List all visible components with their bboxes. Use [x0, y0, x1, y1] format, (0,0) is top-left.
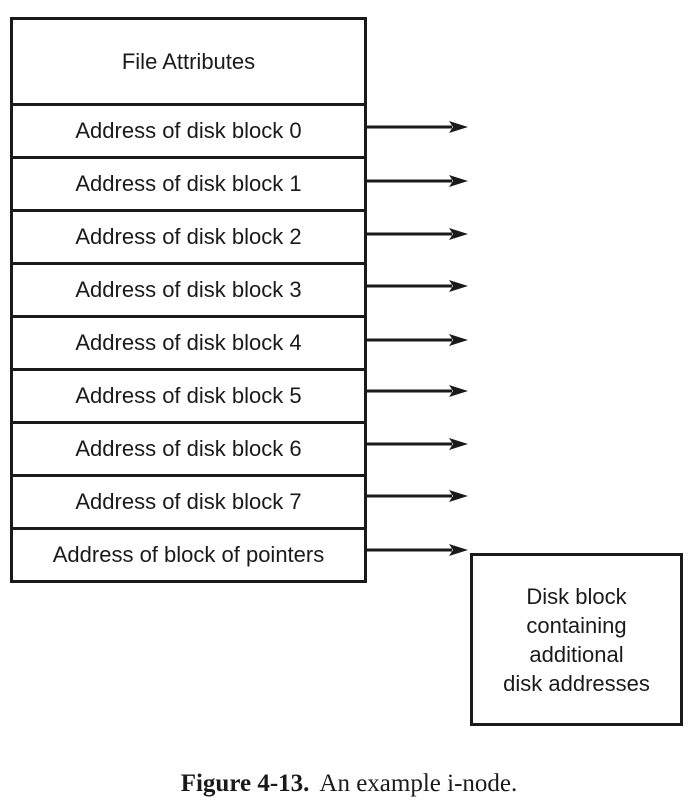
arrow-block-7	[364, 490, 468, 502]
inode-table: File Attributes Address of disk block 0 …	[10, 17, 367, 583]
disk-block-0-address: Address of disk block 0	[13, 103, 364, 156]
disk-block-line: containing	[526, 612, 627, 638]
disk-block-line: additional	[529, 641, 624, 667]
arrow-block-1	[364, 175, 468, 187]
disk-block-4-address: Address of disk block 4	[13, 315, 364, 368]
disk-block-box: Disk block containing additional disk ad…	[470, 553, 683, 726]
disk-block-5-address: Address of disk block 5	[13, 368, 364, 421]
disk-block-line: Disk block	[526, 583, 627, 609]
arrow-block-5	[364, 385, 468, 397]
arrow-block-2	[364, 228, 468, 240]
disk-block-6-address: Address of disk block 6	[13, 421, 364, 474]
file-attributes-cell: File Attributes	[121, 48, 256, 74]
arrow-block-6	[364, 438, 468, 450]
arrow-block-4	[364, 334, 468, 346]
disk-block-line: disk addresses	[503, 670, 650, 696]
pointer-block-address: Address of block of pointers	[13, 527, 364, 580]
disk-block-text: Disk block containing additional disk ad…	[503, 582, 650, 698]
disk-block-7-address: Address of disk block 7	[13, 474, 364, 527]
arrow-block-3	[364, 280, 468, 292]
disk-block-1-address: Address of disk block 1	[13, 156, 364, 209]
arrow-pointer-block	[364, 544, 468, 556]
disk-block-3-address: Address of disk block 3	[13, 262, 364, 315]
figure-caption: Figure 4-13. An example i-node.	[0, 770, 698, 798]
figure-number: Figure 4-13.	[180, 770, 310, 797]
figure-caption-text: An example i-node.	[319, 770, 518, 797]
disk-block-2-address: Address of disk block 2	[13, 209, 364, 262]
arrow-block-0	[364, 121, 468, 133]
